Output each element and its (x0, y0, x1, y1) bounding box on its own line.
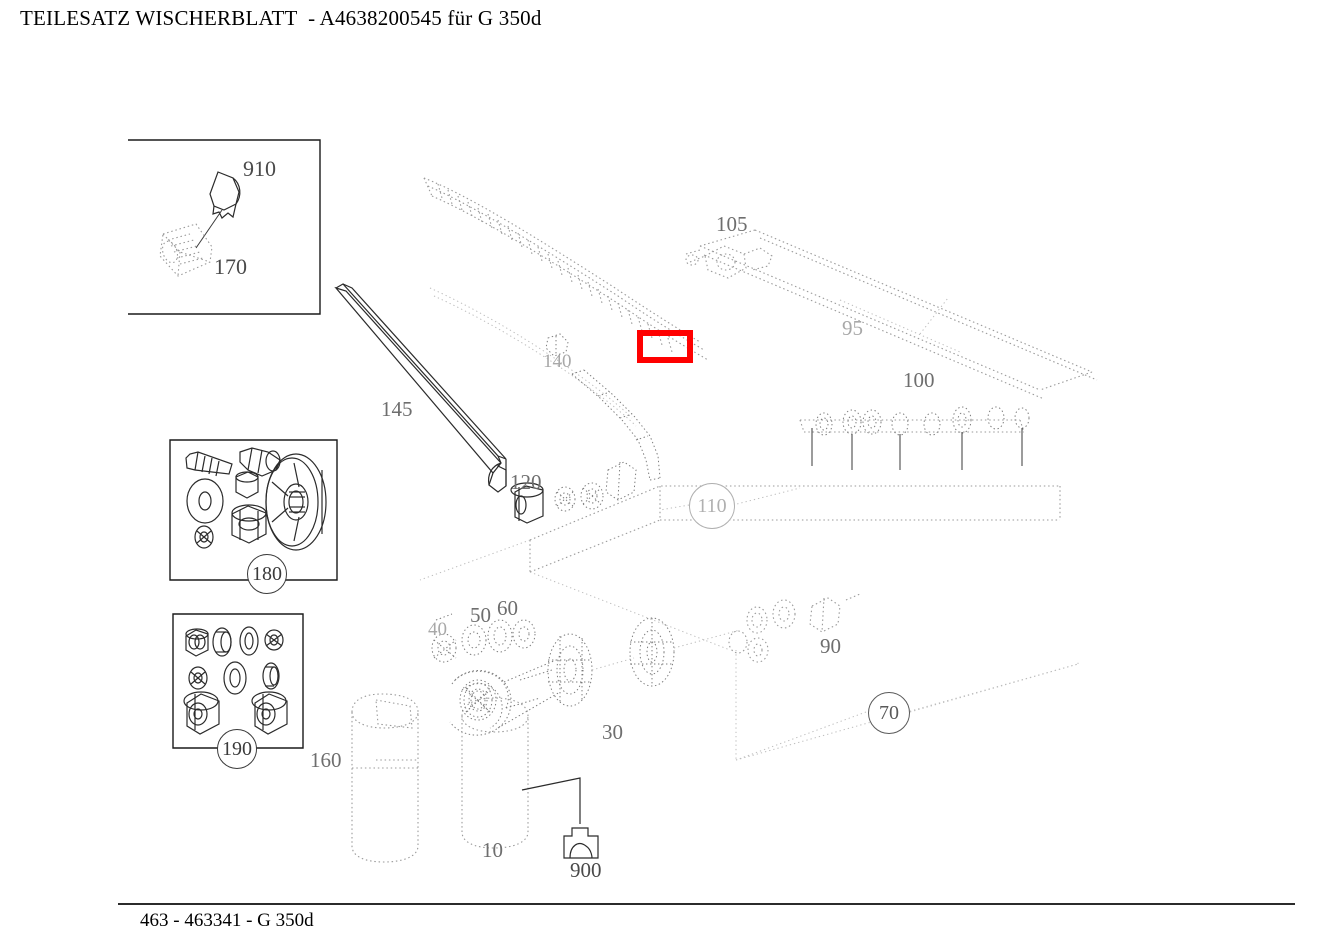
part-label-910: 910 (243, 156, 276, 181)
part-label-140: 140 (543, 351, 572, 372)
gear-cluster (431, 613, 741, 736)
wiper-blade-assembly (423, 177, 709, 481)
parts-90 (728, 593, 861, 663)
part-label-40: 40 (428, 619, 447, 640)
part-label-105: 105 (716, 212, 748, 236)
wiper-rail-145 (334, 283, 507, 493)
cowl-panel-95 (699, 229, 1098, 400)
callout-110: 110 (689, 483, 735, 529)
inset-box-190 (172, 613, 304, 749)
part-label-60: 60 (497, 596, 518, 620)
callout-70: 70 (868, 692, 910, 734)
pump-10 (461, 697, 529, 849)
inset-box-180 (169, 439, 338, 581)
page-title: TEILESATZ WISCHERBLATT - A4638200545 für… (20, 6, 542, 30)
footer-model-reference: 463 - 463341 - G 350d (140, 910, 314, 931)
part-label-30: 30 (602, 720, 623, 744)
part-label-145: 145 (381, 397, 413, 421)
small-parts-mid (554, 461, 637, 512)
plenum-body (419, 485, 1079, 761)
pump-head (451, 669, 553, 721)
footer-divider (118, 903, 1295, 905)
reservoir-160 (351, 693, 419, 863)
callout-leaders (659, 487, 1079, 761)
part-label-90: 90 (820, 634, 841, 658)
callout-190: 190 (217, 729, 257, 769)
connector-900 (521, 777, 599, 859)
bracket-105 (685, 245, 773, 279)
part-label-50: 50 (470, 603, 491, 627)
part-label-170: 170 (214, 254, 247, 279)
wiper-linkage-100 (799, 406, 1030, 470)
inset-box-910-170 (128, 139, 321, 315)
callout-180: 180 (247, 554, 287, 594)
part-label-120: 120 (510, 470, 542, 494)
part-label-900: 900 (570, 858, 602, 882)
part-label-160: 160 (310, 748, 342, 772)
bush-120 (510, 482, 544, 524)
part-label-10: 10 (482, 838, 503, 862)
part-label-100: 100 (903, 368, 935, 392)
part-label-95: 95 (842, 316, 863, 340)
